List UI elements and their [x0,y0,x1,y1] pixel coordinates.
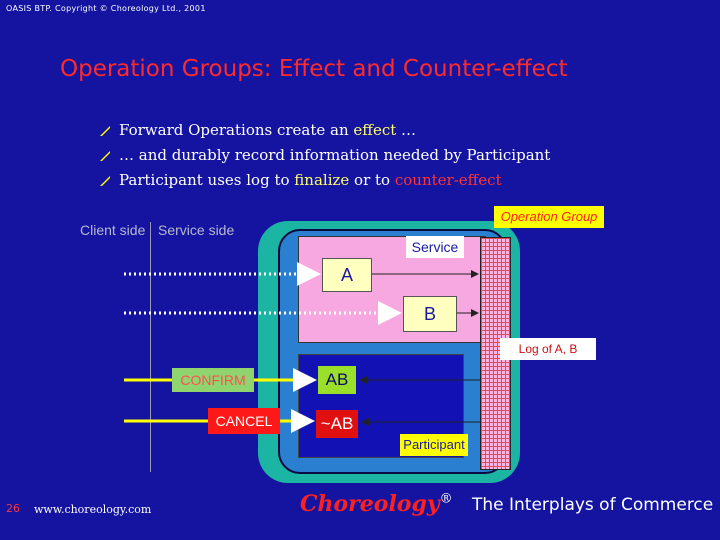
service-side-label: Service side [158,222,235,238]
cancel-label: CANCEL [208,408,280,434]
tagline: The Interplays of Commerce [472,495,714,515]
participant-label: Participant [400,434,468,456]
side-divider [150,222,151,472]
bullet-item: Forward Operations create an effect … [100,118,550,143]
bullet-marker-icon [100,176,110,186]
registered-mark: ® [439,491,453,507]
bullet-item: Participant uses log to finalize or to c… [100,168,550,193]
effect-b-box: B [403,296,457,332]
counter-effect-ab-box: ~AB [316,410,358,438]
confirm-label: CONFIRM [172,368,254,392]
logo-text: Choreology [300,491,440,517]
copyright-text: OASIS BTP. Copyright © Choreology Ltd., … [6,4,206,13]
service-label: Service [406,236,464,258]
bullet-highlight-counter-effect: counter-effect [394,171,502,189]
page-number: 26 [6,502,20,515]
footer-url: www.choreology.com [34,503,152,516]
bullet-text: Forward Operations create an [119,121,354,139]
bullet-text: or to [349,171,395,189]
bullet-highlight-effect: effect [353,121,397,139]
effect-a-box: A [322,258,372,292]
bullet-item: … and durably record information needed … [100,143,550,168]
operation-group-label: Operation Group [494,206,604,228]
log-label: Log of A, B [500,338,596,360]
bullet-text: … [396,121,417,139]
bullet-marker-icon [100,126,110,136]
bullet-text: … and durably record information needed … [119,146,551,164]
bullet-text: Participant uses log to [119,171,295,189]
choreology-logo: Choreology® [300,491,453,517]
slide-title: Operation Groups: Effect and Counter-eff… [60,56,568,82]
bullet-list: Forward Operations create an effect … … … [100,118,550,193]
bullet-marker-icon [100,151,110,161]
finalize-ab-box: AB [318,366,356,394]
client-side-label: Client side [80,222,146,238]
bullet-highlight-finalize: finalize [294,171,350,189]
